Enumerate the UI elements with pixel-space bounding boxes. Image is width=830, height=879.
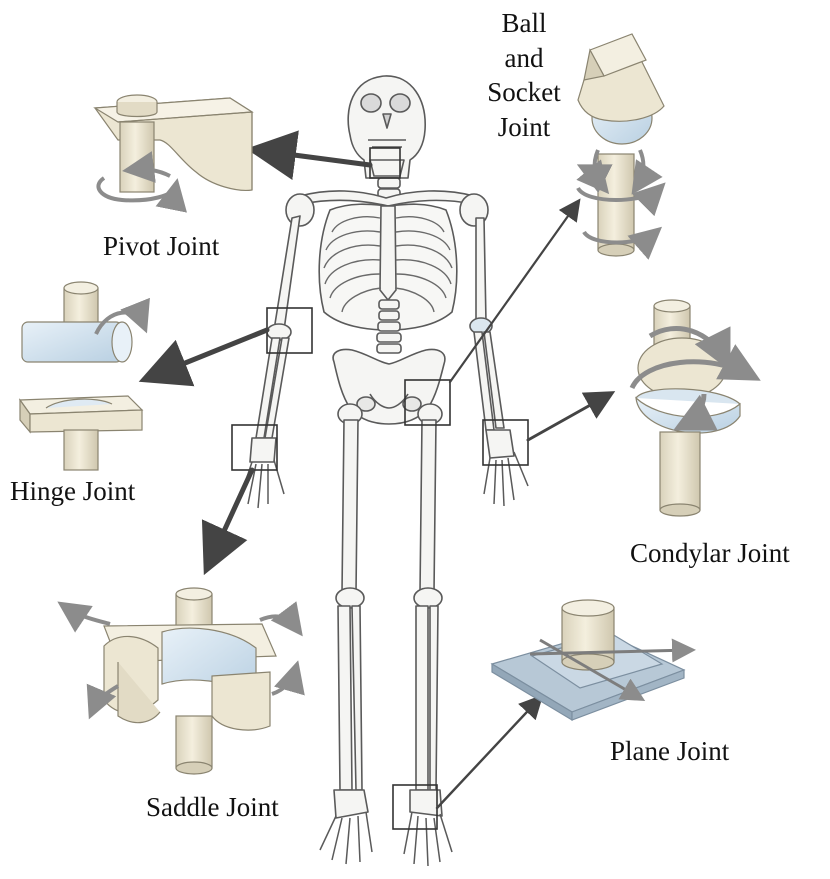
- ball-socket-label-line: Joint: [474, 110, 574, 145]
- skeleton: [240, 76, 528, 866]
- spine: [377, 300, 401, 353]
- saddle-joint-illustration: [64, 588, 298, 774]
- ball-socket-label-line: Socket: [474, 75, 574, 110]
- ball-socket-illustration: [578, 34, 664, 256]
- condylar-joint-label: Condylar Joint: [630, 536, 790, 571]
- arrow-ball-socket: [450, 202, 578, 382]
- arrow-saddle: [208, 470, 252, 566]
- ball-socket-label-line: Ball: [474, 6, 574, 41]
- arrow-hinge: [148, 330, 267, 378]
- leg-left-side: [320, 404, 372, 864]
- pivot-joint-illustration: [95, 95, 252, 200]
- leg-right-side: [404, 404, 452, 866]
- ball-socket-label-line: and: [474, 41, 574, 76]
- condylar-joint-illustration: [632, 300, 752, 516]
- arrow-pivot: [256, 150, 370, 165]
- pivot-joint-label: Pivot Joint: [103, 229, 219, 264]
- arm-right-side: [470, 218, 528, 506]
- hinge-joint-illustration: [20, 282, 144, 470]
- saddle-joint-label: Saddle Joint: [146, 790, 279, 825]
- plane-joint-label: Plane Joint: [610, 734, 729, 769]
- arrow-plane: [437, 698, 540, 808]
- arm-left-side: [240, 216, 300, 508]
- plane-joint-illustration: [492, 600, 690, 720]
- ball-socket-label: Ball and Socket Joint: [474, 6, 574, 144]
- arrow-condylar: [528, 394, 610, 440]
- hinge-joint-label: Hinge Joint: [10, 474, 135, 509]
